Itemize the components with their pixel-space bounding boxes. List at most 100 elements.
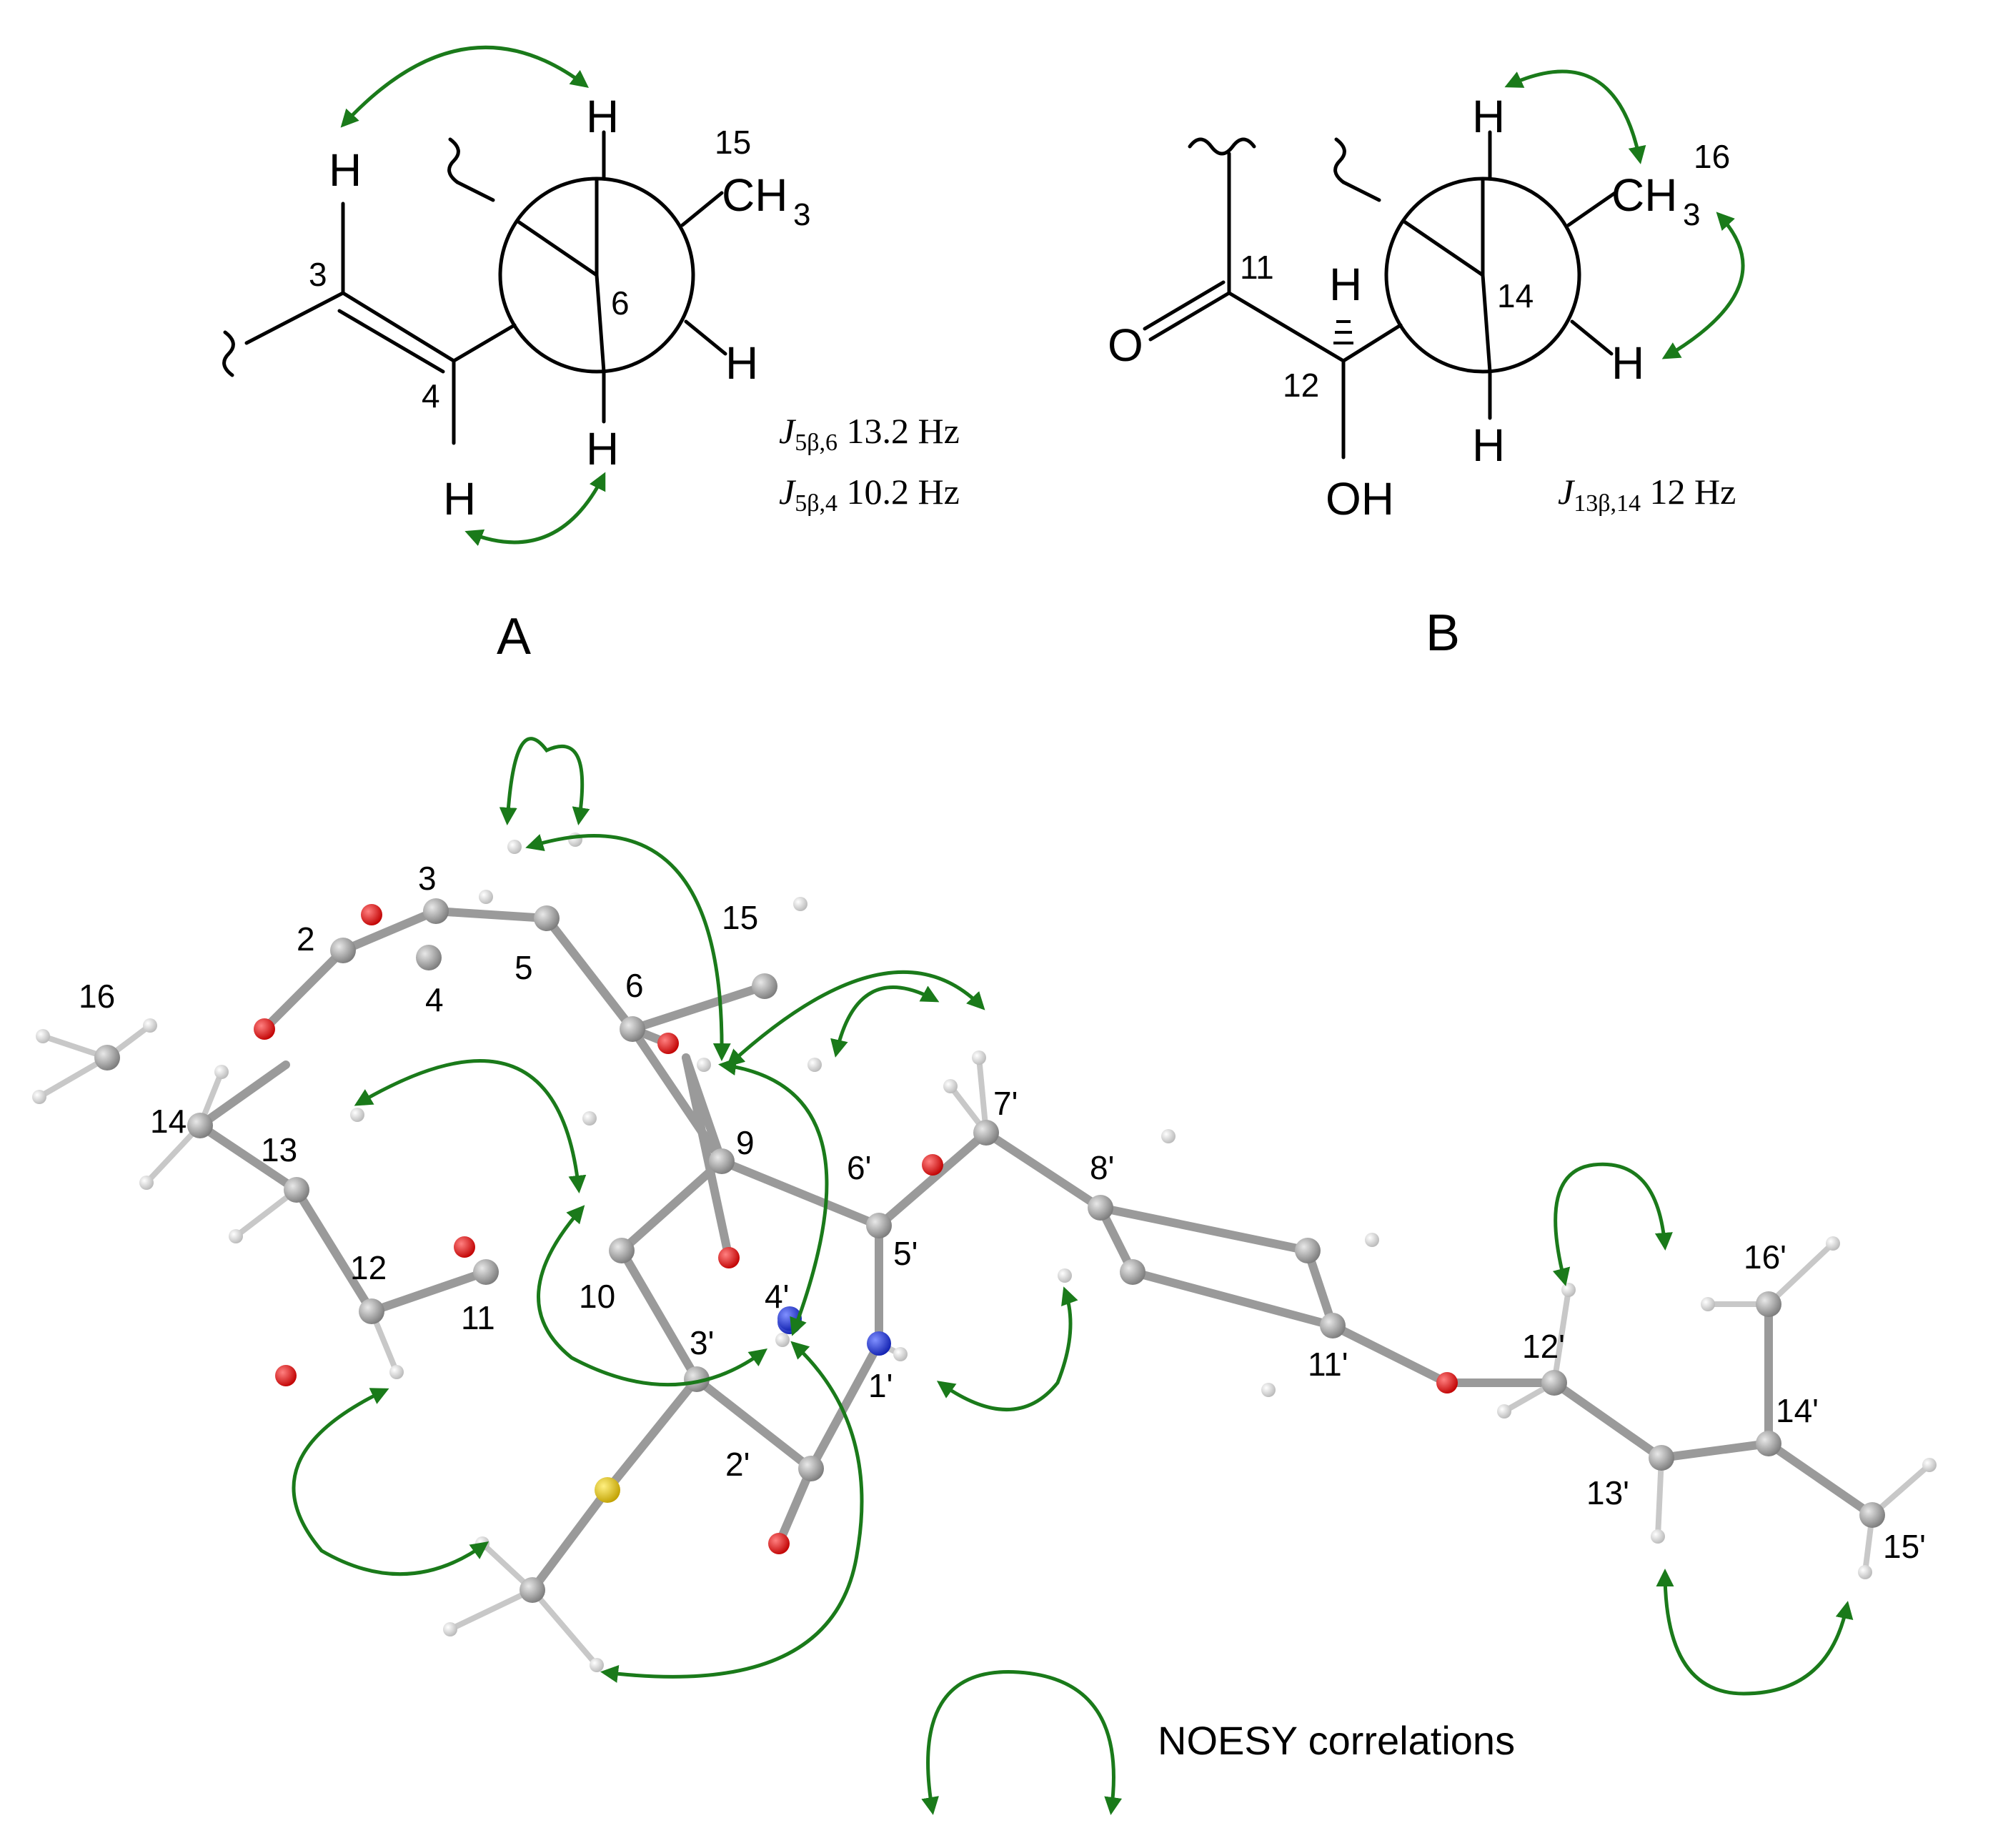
noe-arrow-m10 [936,1286,1078,1411]
noe-arrow-a2 [464,472,606,547]
coupling-constant-a1: J5β,6 13.2 Hz [779,411,960,456]
atom-c2 [330,938,356,963]
number-c4-a: 4 [422,377,440,414]
atom-h [893,1347,908,1361]
noe-arrow-m1 [499,737,590,825]
atom-h [1701,1297,1715,1311]
label-12p: 12' [1522,1328,1565,1365]
atom-o-11 [454,1236,475,1258]
noe-arrow-m8 [292,1388,489,1576]
label-6: 6 [625,967,644,1004]
noe-arrow-m2 [525,834,731,1061]
label-7p: 7' [993,1085,1018,1122]
label-8p: 8' [1090,1149,1114,1186]
label-15p: 15' [1883,1528,1926,1565]
atom-h [32,1090,46,1104]
atom-c9 [709,1148,735,1174]
noe-arrow-m11 [1552,1162,1673,1286]
noe-arrow-m6 [718,1058,829,1336]
label-2: 2 [297,920,315,958]
label-13: 13 [261,1131,297,1168]
atom-o-9 [718,1247,740,1268]
number-c3-a: 3 [309,256,327,293]
atom-methyl-b: CH [1611,169,1677,221]
noe-arrow-a1 [340,45,589,128]
atom-o-11p [1436,1372,1458,1394]
atom-h [793,897,807,911]
number-c14-b: 14 [1497,277,1534,314]
label-5p: 5' [893,1235,918,1272]
label-2p: 2' [725,1446,750,1483]
coupling-constant-a2: J5β,4 10.2 Hz [779,472,960,517]
atom-c8p [1088,1195,1113,1221]
legend: NOESY correlations [921,1670,1515,1815]
atom-oh-b: OH [1326,473,1394,525]
atom-h-a1: H [329,144,362,196]
atom-c5 [534,905,560,931]
atom-c14p [1756,1431,1781,1456]
atom-n1p-b [867,1331,891,1356]
label-6p: 6' [847,1149,871,1186]
atom-c11 [473,1259,499,1285]
atom-o-2p [768,1533,790,1554]
atom-h [139,1176,154,1190]
atom-c16p [1756,1291,1781,1317]
atom-c15p [1859,1502,1885,1528]
atom-h [389,1365,404,1379]
atom-h-b3: H [1611,337,1644,389]
noe-arrow-m4 [830,985,940,1058]
atom-h-a5: H [443,473,476,525]
label-11: 11 [461,1299,495,1336]
label-14: 14 [150,1103,187,1140]
atom-h-b4: H [1472,419,1505,471]
atom-c7p [973,1120,999,1146]
atom-h [350,1108,364,1122]
atom-h [697,1058,711,1072]
number-c6-a: 6 [611,284,630,322]
atom-h [1161,1129,1176,1143]
atom-o-b: O [1108,319,1143,371]
atom-h [1858,1565,1872,1579]
atom-h [1497,1404,1511,1419]
label-16p: 16' [1744,1238,1786,1276]
atom-h-a4: H [586,423,619,475]
panel-label-b: B [1426,605,1460,662]
atom-h [479,890,493,904]
atom-c5p [866,1213,892,1238]
atom-c13 [284,1177,309,1203]
label-13p: 13' [1586,1474,1629,1511]
atom-methyl-b-subscript: 3 [1683,197,1700,232]
number-c12-b: 12 [1283,367,1319,404]
panel-a-newman-projection: H H H H H CH 3 3 4 6 15 J5β,6 13.2 Hz J5… [222,45,960,665]
atom-s [595,1477,620,1503]
noe-arrow-m12 [1656,1569,1854,1696]
noe-arrow-m5 [354,1059,587,1193]
atom-h [590,1658,604,1672]
atom-h [507,840,522,854]
label-3p: 3' [690,1324,714,1361]
label-15: 15 [722,899,758,936]
atom-c12p [1541,1370,1567,1396]
atom-c-ring-a [1120,1259,1145,1285]
atom-h-a3: H [725,337,758,389]
atom-h [1261,1383,1276,1397]
coupling-constant-b1: J13β,14 12 Hz [1558,472,1736,517]
label-12: 12 [350,1249,387,1286]
atom-h [582,1111,597,1126]
atom-h [807,1058,822,1072]
atom-h-b2: H [1472,91,1505,142]
atom-h [1058,1268,1072,1283]
atom-c14 [187,1113,213,1138]
atom-h-a2: H [586,91,619,142]
atom-c13p [1649,1445,1674,1471]
atom-c4 [416,945,442,970]
atom-h [143,1018,157,1033]
label-5: 5 [515,949,533,986]
atom-c6 [620,1016,645,1042]
atom-c-sme [520,1577,545,1603]
atom-methyl-a: CH [722,169,787,221]
legend-arrow-icon [921,1670,1123,1815]
label-9: 9 [736,1124,755,1161]
model-atom-labels: 2 3 4 5 6 9 10 11 12 13 14 15 16 1' 2' 3… [79,860,1926,1565]
atom-c10 [609,1238,635,1263]
